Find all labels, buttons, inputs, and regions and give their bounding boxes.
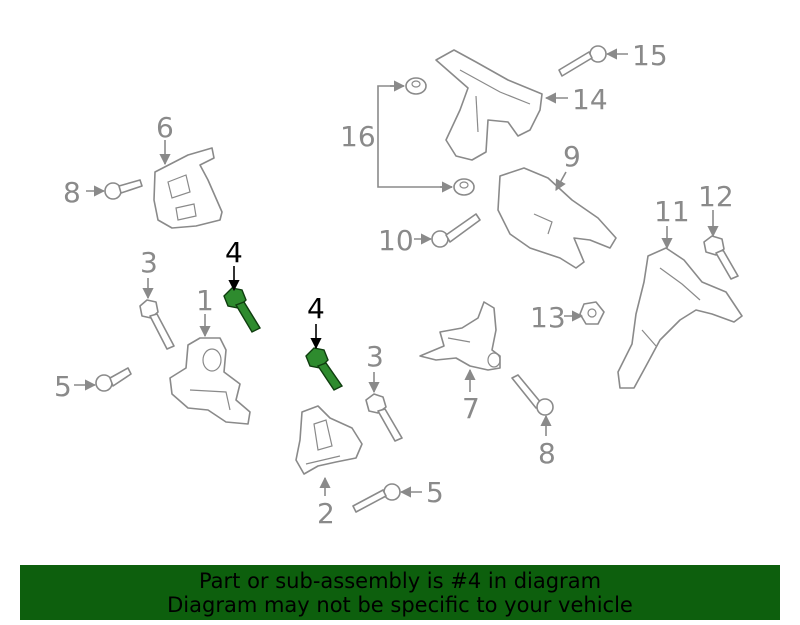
parts-diagram: 6 8 3 1 5 4 4 2: [54, 39, 743, 530]
callout-7: 7: [462, 392, 480, 425]
callout-4-lower: 4: [307, 292, 325, 325]
leader-9: [555, 171, 567, 191]
part-10-bolt[interactable]: [431, 213, 481, 248]
callout-9: 9: [563, 140, 581, 173]
part-15-bolt[interactable]: [558, 45, 607, 77]
part-7-bracket[interactable]: [419, 301, 501, 371]
callout-1: 1: [196, 284, 214, 317]
callout-5-left: 5: [54, 370, 72, 403]
callout-4-upper: 4: [225, 236, 243, 269]
callout-15: 15: [632, 39, 668, 72]
callout-14: 14: [572, 83, 608, 116]
callout-11: 11: [654, 195, 690, 228]
callout-3-center: 3: [366, 340, 384, 373]
callout-8-right: 8: [538, 437, 556, 470]
callout-13: 13: [530, 301, 566, 334]
part-14-bracket[interactable]: [435, 49, 543, 161]
banner-line-2: Diagram may not be specific to your vehi…: [167, 592, 633, 617]
callout-3-left: 3: [140, 246, 158, 279]
part-5-bolt-center[interactable]: [352, 483, 401, 513]
part-12-bolt[interactable]: [703, 235, 739, 280]
part-3-bolt-left[interactable]: [139, 299, 175, 350]
part-6-bracket[interactable]: [153, 147, 223, 229]
callout-6: 6: [156, 111, 174, 144]
part-1-mount[interactable]: [169, 337, 251, 425]
part-5-bolt-left[interactable]: [95, 367, 132, 392]
part-11-bracket[interactable]: [617, 247, 743, 389]
callout-16: 16: [340, 120, 376, 153]
part-9-arm[interactable]: [497, 167, 617, 269]
leader-16-bracket: [377, 85, 452, 188]
callout-8-left: 8: [63, 176, 81, 209]
part-4-bolt-upper[interactable]: [223, 287, 261, 333]
part-16-bushing-lower[interactable]: [453, 178, 475, 196]
part-2-mount[interactable]: [295, 405, 363, 475]
banner-line-1: Part or sub-assembly is #4 in diagram: [198, 568, 602, 593]
part-16-bushing-upper[interactable]: [405, 77, 427, 95]
callout-5-center: 5: [426, 476, 444, 509]
part-13-nut[interactable]: [579, 301, 605, 325]
callout-12: 12: [698, 180, 734, 213]
callout-10: 10: [378, 224, 414, 257]
part-8-bolt-left[interactable]: [104, 179, 143, 200]
callout-2: 2: [317, 497, 335, 530]
info-banner: Part or sub-assembly is #4 in diagram Di…: [20, 565, 780, 620]
part-3-bolt-center[interactable]: [365, 393, 403, 442]
part-8-bolt-right[interactable]: [511, 374, 554, 416]
part-4-bolt-lower[interactable]: [305, 347, 344, 391]
